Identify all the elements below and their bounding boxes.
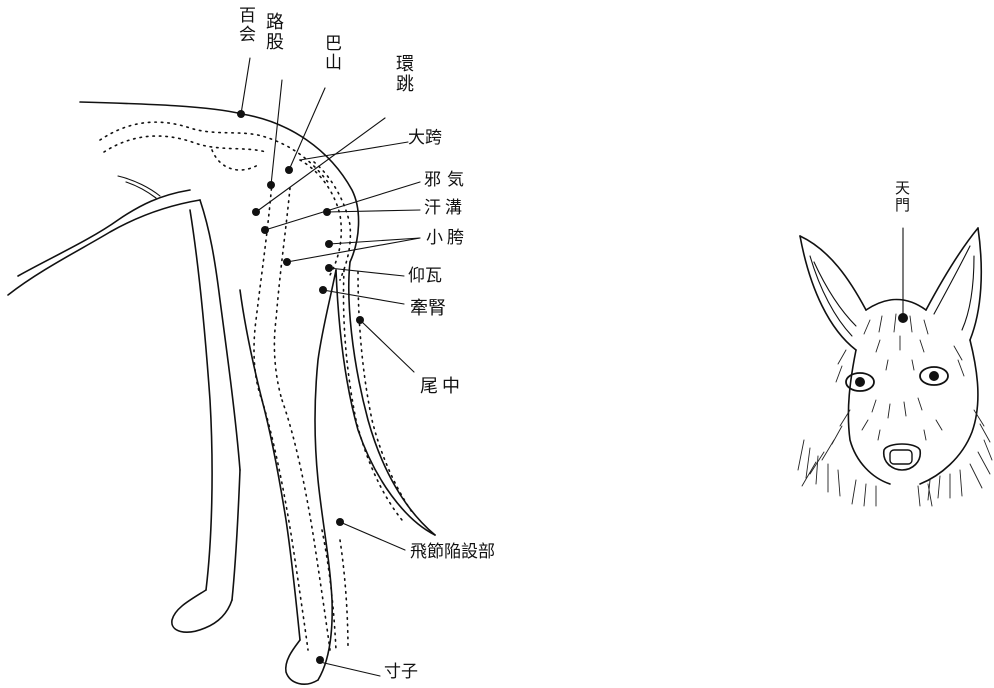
point-tianmen	[898, 313, 908, 323]
point-xieqi	[261, 226, 269, 234]
point-xiaokua	[325, 240, 333, 248]
point-xiaokua-2	[283, 258, 291, 266]
point-yangwa	[325, 264, 333, 272]
hindquarter-drawing	[8, 102, 435, 684]
label-weizhong: 尾中	[420, 378, 464, 396]
label-xieqi: 邪気	[424, 172, 470, 189]
point-qianshen	[319, 286, 327, 294]
point-baihui	[237, 110, 245, 118]
point-weizhong	[356, 316, 364, 324]
label-dakua: 大跨	[408, 130, 442, 147]
point-huantiao	[252, 208, 260, 216]
label-tianmen: 天門	[894, 180, 909, 214]
label-xiaokua: 小胯	[426, 230, 468, 247]
point-lugu	[267, 181, 275, 189]
point-cunzi	[316, 656, 324, 664]
label-hangou: 汗溝	[424, 200, 466, 217]
point-bashan	[285, 166, 293, 174]
label-yangwa: 仰瓦	[408, 268, 442, 285]
point-feijie	[336, 518, 344, 526]
label-baihui: 百会	[236, 6, 253, 44]
label-cunzi: 寸子	[384, 664, 418, 681]
label-lugu: 路股	[264, 12, 282, 52]
point-hangou	[323, 208, 331, 216]
label-qianshen: 牽腎	[410, 300, 446, 318]
dog-head-drawing	[798, 228, 992, 506]
leader-lines	[241, 58, 903, 676]
label-huantiao: 環跳	[394, 54, 412, 94]
label-feijie: 飛節陥設部	[410, 544, 495, 561]
label-bashan: 巴山	[322, 34, 339, 72]
